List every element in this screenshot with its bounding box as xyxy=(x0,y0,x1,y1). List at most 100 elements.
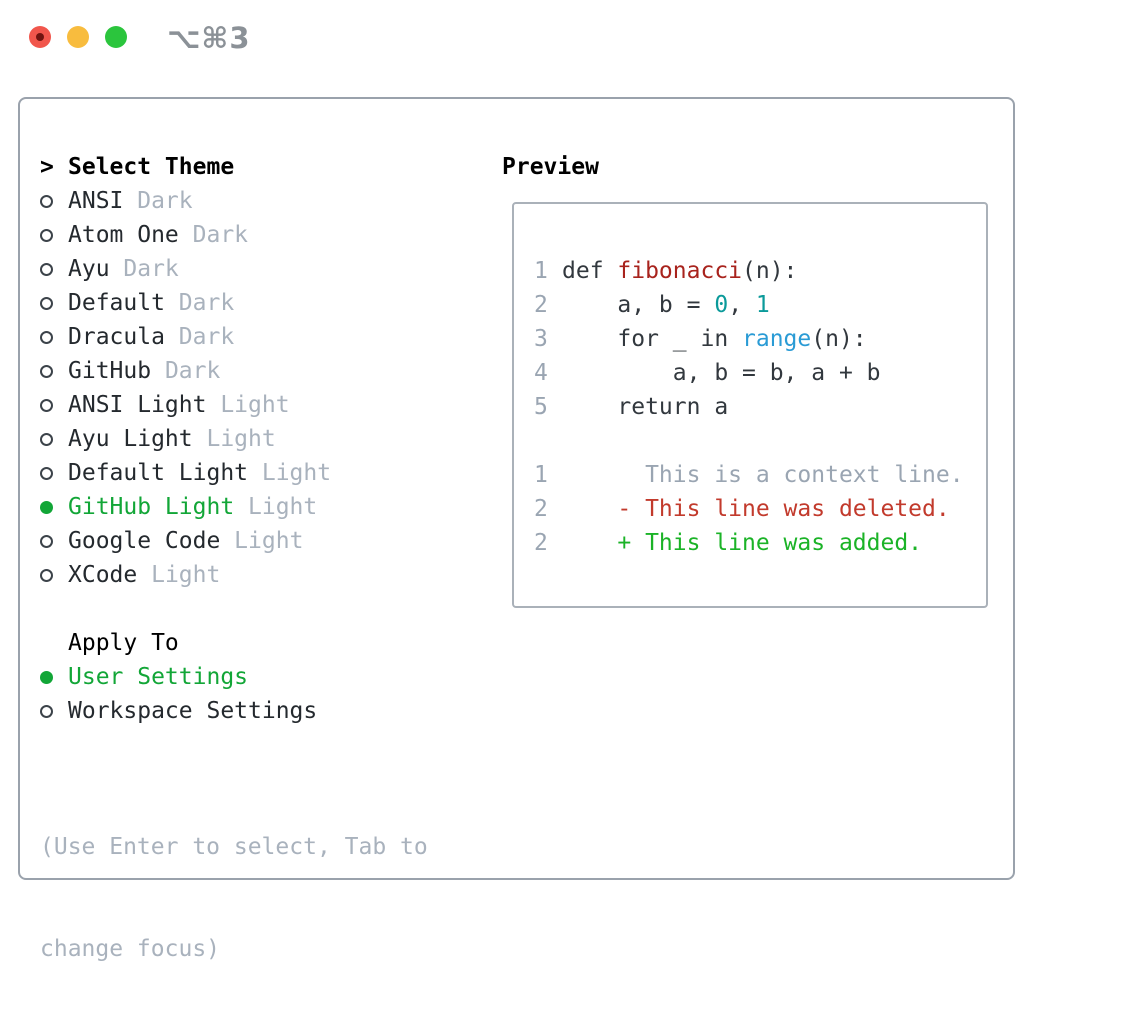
code-line: 2 - This line was deleted. xyxy=(534,492,976,526)
radio-unselected-icon xyxy=(40,262,68,276)
radio-unselected-icon xyxy=(40,534,68,548)
app-window: { "window": { "shortcut": "⌥⌘3" }, "them… xyxy=(0,0,1140,962)
radio-unselected-icon xyxy=(40,296,68,310)
code-token: return a xyxy=(562,394,729,420)
option-label: GitHub xyxy=(68,358,152,384)
line-number: 5 xyxy=(534,394,562,420)
option-variant-label: Light xyxy=(192,426,276,452)
radio-unselected-icon xyxy=(40,228,68,242)
option-variant-label: Dark xyxy=(151,358,221,384)
theme-option-default-light[interactable]: Default Light Light xyxy=(40,456,331,490)
hint-line-1: (Use Enter to select, Tab to xyxy=(40,834,428,860)
window-shortcut-label: ⌥⌘3 xyxy=(167,21,251,55)
code-token: a, b = xyxy=(562,292,715,318)
apply-option-workspace-settings[interactable]: Workspace Settings xyxy=(40,694,317,728)
apply-to-title: Apply To xyxy=(68,630,179,656)
apply-option-user-settings[interactable]: User Settings xyxy=(40,660,317,694)
theme-option-atom-one[interactable]: Atom One Dark xyxy=(40,218,331,252)
radio-unselected-icon xyxy=(40,432,68,446)
option-variant-label: Light xyxy=(220,528,304,554)
zoom-button-icon[interactable] xyxy=(105,26,127,48)
hint-line-2: change focus) xyxy=(40,936,221,962)
code-token: for _ in xyxy=(562,326,743,352)
theme-option-xcode[interactable]: XCode Light xyxy=(40,558,331,592)
option-variant-label: Light xyxy=(234,494,318,520)
code-token: (n): xyxy=(742,258,798,284)
option-label: Default xyxy=(68,290,165,316)
theme-option-default[interactable]: Default Dark xyxy=(40,286,331,320)
option-label: Google Code xyxy=(68,528,221,554)
line-number: 2 xyxy=(534,292,562,318)
theme-option-github[interactable]: GitHub Dark xyxy=(40,354,331,388)
theme-option-ayu[interactable]: Ayu Dark xyxy=(40,252,331,286)
radio-unselected-icon xyxy=(40,330,68,344)
option-variant-label: Dark xyxy=(164,324,235,350)
radio-unselected-icon xyxy=(40,364,68,378)
option-variant-label: Dark xyxy=(178,222,249,248)
code-token: def xyxy=(562,258,618,284)
minimize-button-icon[interactable] xyxy=(67,26,89,48)
prompt-caret-icon: > xyxy=(40,154,54,180)
code-line: 4 a, b = b, a + b xyxy=(534,356,976,390)
code-token: fibonacci xyxy=(617,258,743,284)
radio-unselected-icon xyxy=(40,466,68,480)
code-token: + This line was added. xyxy=(562,530,923,556)
preview-title: Preview xyxy=(502,154,599,180)
option-label: Default Light xyxy=(68,460,249,486)
theme-option-google-code[interactable]: Google Code Light xyxy=(40,524,331,558)
option-label: Workspace Settings xyxy=(68,698,318,724)
line-number: 2 xyxy=(534,530,562,556)
code-token: 0 xyxy=(714,292,729,318)
theme-option-github-light[interactable]: GitHub Light Light xyxy=(40,490,331,524)
option-label: ANSI xyxy=(68,188,124,214)
option-variant-label: Light xyxy=(137,562,221,588)
radio-unselected-icon xyxy=(40,194,68,208)
line-number: 1 xyxy=(534,462,562,488)
code-token: , xyxy=(728,292,756,318)
close-button-icon[interactable] xyxy=(29,26,51,48)
code-line: 1 def fibonacci(n): xyxy=(534,254,976,288)
theme-option-dracula[interactable]: Dracula Dark xyxy=(40,320,331,354)
code-line: 1 This is a context line. xyxy=(534,458,976,492)
option-label: Atom One xyxy=(68,222,179,248)
option-variant-label: Light xyxy=(206,392,290,418)
code-token: range xyxy=(742,326,812,352)
option-variant-label: Dark xyxy=(123,188,193,214)
code-line xyxy=(534,424,976,458)
code-token: 1 xyxy=(755,292,770,318)
theme-option-ansi-light[interactable]: ANSI Light Light xyxy=(40,388,331,422)
code-token: (n): xyxy=(811,326,867,352)
code-line: 5 return a xyxy=(534,390,976,424)
code-token: a, b = b, a + b xyxy=(562,360,881,386)
line-number: 1 xyxy=(534,258,562,284)
line-number: 4 xyxy=(534,360,562,386)
theme-option-ayu-light[interactable]: Ayu Light Light xyxy=(40,422,331,456)
radio-unselected-icon xyxy=(40,568,68,582)
option-variant-label: Light xyxy=(248,460,332,486)
hint-text: (Use Enter to select, Tab to change focu… xyxy=(40,762,428,1034)
option-label: Ayu Light xyxy=(68,426,193,452)
code-token: This is a context line. xyxy=(562,462,964,488)
line-number: 3 xyxy=(534,326,562,352)
option-variant-label: Dark xyxy=(109,256,179,282)
option-label: User Settings xyxy=(68,664,249,690)
apply-to-header: Apply To xyxy=(40,626,317,660)
radio-selected-icon xyxy=(40,670,68,684)
option-label: ANSI Light xyxy=(68,392,207,418)
theme-option-ansi[interactable]: ANSI Dark xyxy=(40,184,331,218)
option-variant-label: Dark xyxy=(164,290,235,316)
titlebar: ⌥⌘3 xyxy=(0,0,1140,75)
code-line: 3 for _ in range(n): xyxy=(534,322,976,356)
option-label: GitHub Light xyxy=(68,494,235,520)
code-line: 2 + This line was added. xyxy=(534,526,976,560)
option-label: Ayu xyxy=(68,256,110,282)
theme-list-header: > Select Theme xyxy=(40,150,331,184)
line-number: 2 xyxy=(534,496,562,522)
